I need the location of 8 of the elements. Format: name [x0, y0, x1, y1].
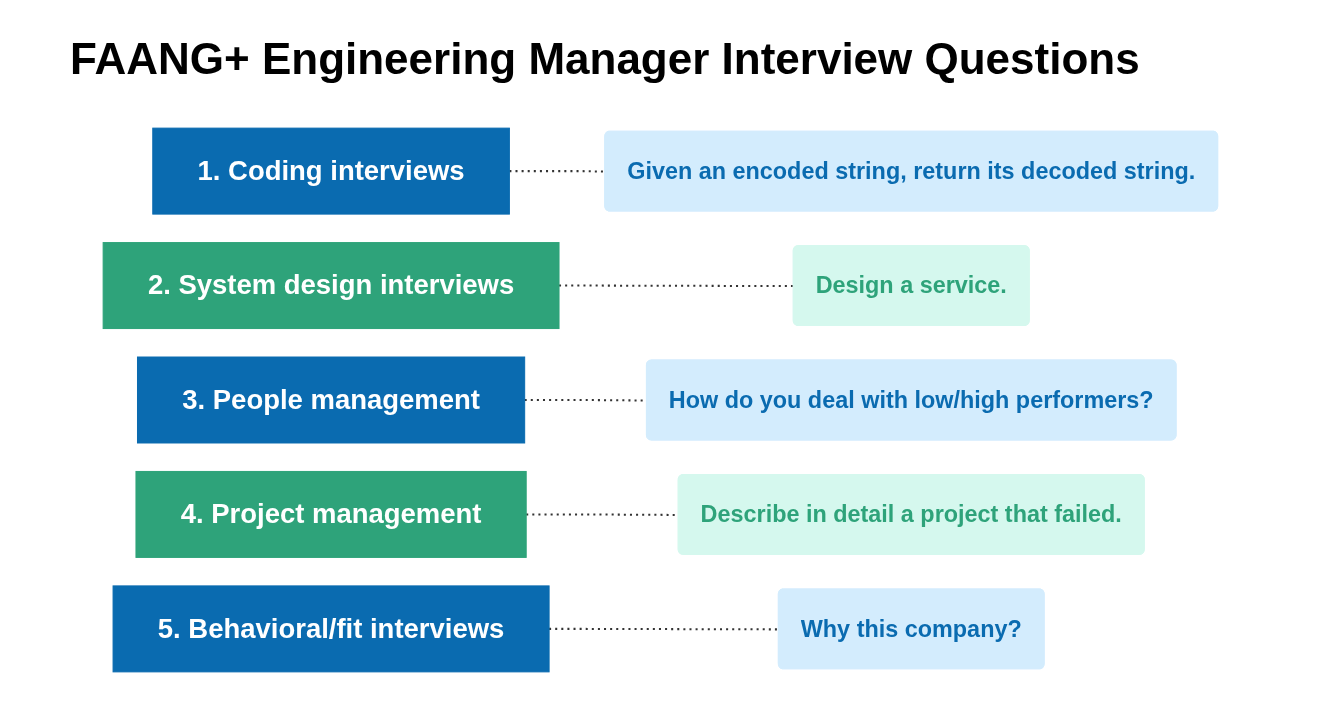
node-box: 2. System design interviews: [102, 242, 560, 330]
node-box: 4. Project management: [135, 470, 527, 558]
node-box: 1. Coding interviews: [151, 127, 510, 215]
connector: [509, 170, 605, 173]
connector: [558, 284, 794, 288]
node-box: 5. Behavioral/fit interviews: [112, 585, 550, 673]
node-box: 3. People management: [136, 356, 525, 444]
diagram-title: FAANG+ Engineering Manager Interview Questions: [69, 33, 1140, 84]
